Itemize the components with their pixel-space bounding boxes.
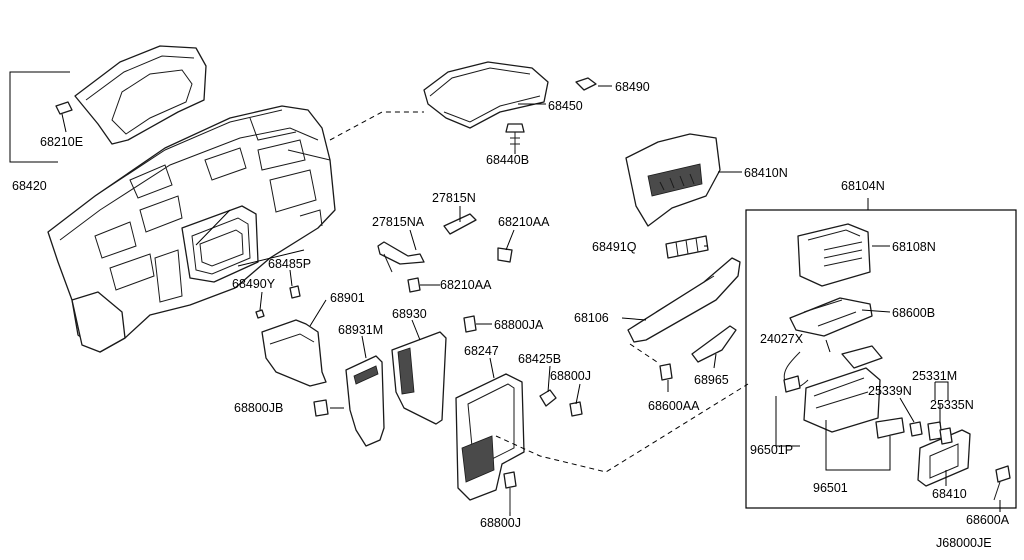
label-68210AA-upper: 68210AA	[498, 215, 550, 229]
label-27815N: 27815N	[432, 191, 476, 205]
label-68450: 68450	[548, 99, 583, 113]
label-68485P: 68485P	[268, 257, 311, 271]
label-68210E: 68210E	[40, 135, 83, 149]
label-68965: 68965	[694, 373, 729, 387]
label-68425B: 68425B	[518, 352, 561, 366]
leader-lines	[9, 71, 1001, 516]
label-68931M: 68931M	[338, 323, 383, 337]
label-96501: 96501	[813, 481, 848, 495]
dashed-connectors	[329, 111, 749, 473]
side-panels-drawing	[261, 315, 477, 447]
instrument-panel-drawing	[47, 45, 336, 353]
label-68491Q: 68491Q	[592, 240, 637, 254]
label-24027X: 24027X	[760, 332, 804, 346]
label-68410: 68410	[932, 487, 967, 501]
label-68930: 68930	[392, 307, 427, 321]
label-68104N: 68104N	[841, 179, 885, 193]
label-68440B: 68440B	[486, 153, 529, 167]
label-68490Y: 68490Y	[232, 277, 276, 291]
label-68600A: 68600A	[966, 513, 1010, 527]
label-68420: 68420	[12, 179, 47, 193]
subassembly-drawing	[783, 223, 1011, 501]
upper-cover-drawing	[423, 61, 597, 150]
subassembly-frame	[745, 209, 1017, 509]
label-27815NA: 27815NA	[372, 215, 425, 229]
cluster-lid-drawing	[625, 133, 741, 381]
label-68800JB: 68800JB	[234, 401, 283, 415]
label-68800J-lower: 68800J	[480, 516, 521, 530]
label-68600AA: 68600AA	[648, 399, 700, 413]
diagram-id: J68000JE	[936, 536, 992, 550]
label-68210AA-lower: 68210AA	[440, 278, 492, 292]
bracket-drawing	[255, 213, 513, 319]
label-68108N: 68108N	[892, 240, 936, 254]
label-25331M: 25331M	[912, 369, 957, 383]
label-25339N: 25339N	[868, 384, 912, 398]
label-68800J-upper: 68800J	[550, 369, 591, 383]
part-labels: 68420 68210E 68490 68450 68440B 68410N 6…	[12, 80, 1010, 550]
label-68600B: 68600B	[892, 306, 935, 320]
console-drawing	[455, 373, 583, 512]
label-96501P: 96501P	[750, 443, 793, 457]
label-68247: 68247	[464, 344, 499, 358]
label-68410N: 68410N	[744, 166, 788, 180]
label-25335N: 25335N	[930, 398, 974, 412]
label-68800JA: 68800JA	[494, 318, 544, 332]
label-68901: 68901	[330, 291, 365, 305]
label-68106: 68106	[574, 311, 609, 325]
label-68490: 68490	[615, 80, 650, 94]
